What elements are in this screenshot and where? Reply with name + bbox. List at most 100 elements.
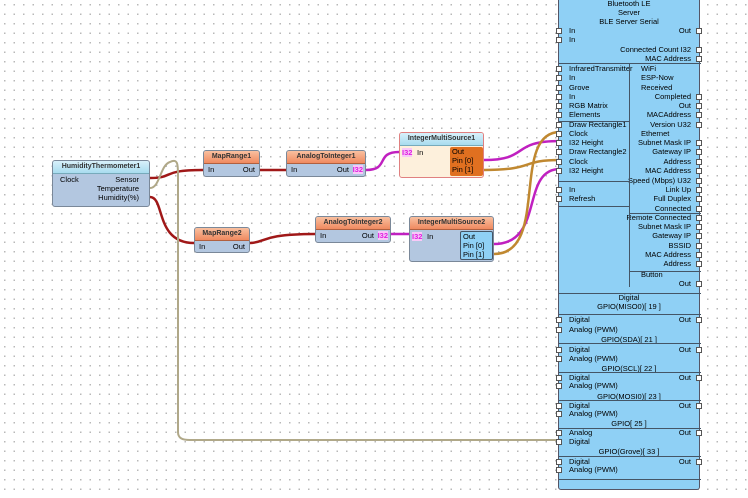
board-pin-label: In bbox=[569, 34, 576, 44]
pin-connector[interactable] bbox=[556, 410, 562, 417]
pin-connector[interactable] bbox=[696, 111, 702, 118]
board-pin-label: GPIO(MOSI0)[ 23 ] bbox=[597, 391, 661, 401]
analog-to-integer-1-node[interactable]: AnalogToInteger1 In Out I32 bbox=[286, 150, 366, 177]
pin-connector[interactable] bbox=[696, 195, 702, 202]
pin-connector[interactable] bbox=[556, 65, 562, 72]
pin-connector[interactable] bbox=[696, 260, 702, 267]
board-pin-label: Digital bbox=[569, 436, 590, 446]
board-pin-label: Bluetooth LE bbox=[607, 0, 651, 8]
pin-connector[interactable] bbox=[556, 121, 562, 128]
pin-connector[interactable] bbox=[696, 148, 702, 155]
pin-connector[interactable] bbox=[556, 74, 562, 81]
pin-connector[interactable] bbox=[556, 148, 562, 155]
board-pin-label: In bbox=[569, 25, 576, 35]
board-pin-label: Out bbox=[678, 278, 691, 288]
board-pin-label: Version U32 bbox=[650, 119, 691, 129]
board-pin-label: Analog (PWM) bbox=[569, 408, 618, 418]
pin-connector[interactable] bbox=[556, 36, 562, 43]
wire-humidity-map2 bbox=[149, 195, 195, 245]
in-pin-label: In bbox=[199, 242, 206, 251]
pin-1-label: Pin [1] bbox=[463, 250, 485, 259]
pin-connector[interactable] bbox=[696, 429, 702, 436]
pin-connector[interactable] bbox=[696, 316, 702, 323]
pin-connector[interactable] bbox=[556, 326, 562, 333]
out-panel: Out Pin [0] Pin [1] bbox=[450, 147, 483, 176]
pin-connector[interactable] bbox=[696, 121, 702, 128]
integer-multi-source-1-node[interactable]: IntegerMultiSource1 I32 In Out Pin [0] P… bbox=[399, 132, 484, 178]
board-pin-label: Out bbox=[678, 25, 691, 35]
map-range-2-node[interactable]: MapRange2 In Out bbox=[194, 227, 250, 253]
pin-connector[interactable] bbox=[696, 93, 702, 100]
pin-connector[interactable] bbox=[696, 167, 702, 174]
pin-connector[interactable] bbox=[696, 214, 702, 221]
pin-connector[interactable] bbox=[556, 102, 562, 109]
pin-1-label: Pin [1] bbox=[452, 165, 474, 174]
board-pin-label: Analog (PWM) bbox=[569, 380, 618, 390]
pin-connector[interactable] bbox=[696, 102, 702, 109]
analog-to-integer-2-node[interactable]: AnalogToInteger2 In Out I32 bbox=[315, 216, 391, 243]
i32-type-badge: I32 bbox=[402, 148, 413, 157]
divider bbox=[629, 213, 701, 214]
pin-connector[interactable] bbox=[556, 466, 562, 473]
divider bbox=[559, 343, 701, 344]
clock-pin-label: Clock bbox=[60, 175, 79, 184]
pin-connector[interactable] bbox=[556, 429, 562, 436]
board-pin-label: I32 Height bbox=[569, 137, 604, 147]
map-range-1-node[interactable]: MapRange1 In Out bbox=[203, 150, 260, 177]
pin-connector[interactable] bbox=[556, 130, 562, 137]
pin-connector[interactable] bbox=[556, 346, 562, 353]
pin-connector[interactable] bbox=[696, 223, 702, 230]
pin-connector[interactable] bbox=[556, 111, 562, 118]
pin-connector[interactable] bbox=[556, 167, 562, 174]
board-pin-label: Out bbox=[678, 400, 691, 410]
pin-connector[interactable] bbox=[556, 382, 562, 389]
pin-connector[interactable] bbox=[556, 186, 562, 193]
pin-connector[interactable] bbox=[556, 355, 562, 362]
pin-connector[interactable] bbox=[696, 158, 702, 165]
pin-connector[interactable] bbox=[696, 242, 702, 249]
humidity-thermometer-node[interactable]: HumidityThermometer1 Clock Sensor Temper… bbox=[52, 160, 150, 207]
pin-connector[interactable] bbox=[696, 346, 702, 353]
pin-connector[interactable] bbox=[556, 158, 562, 165]
out-pin-label: Out bbox=[361, 231, 374, 240]
pin-connector[interactable] bbox=[696, 46, 702, 53]
pin-connector[interactable] bbox=[556, 139, 562, 146]
pin-connector[interactable] bbox=[696, 205, 702, 212]
pin-connector[interactable] bbox=[696, 27, 702, 34]
board-pin-label: Gateway IP bbox=[652, 230, 691, 240]
pin-connector[interactable] bbox=[696, 402, 702, 409]
board-pin-label: BSSID bbox=[668, 240, 691, 250]
node-title: AnalogToInteger2 bbox=[316, 217, 390, 230]
pin-connector[interactable] bbox=[696, 55, 702, 62]
board-pin-label: In bbox=[569, 184, 576, 194]
pin-connector[interactable] bbox=[556, 84, 562, 91]
integer-multi-source-2-node[interactable]: IntegerMultiSource2 I32 In Out Pin [0] P… bbox=[409, 216, 494, 262]
pin-connector[interactable] bbox=[696, 232, 702, 239]
pin-connector[interactable] bbox=[556, 316, 562, 323]
humidity-pin-label: Humidity(%) bbox=[98, 193, 139, 202]
out-pin-label: Out bbox=[242, 165, 255, 174]
pin-connector[interactable] bbox=[556, 374, 562, 381]
pin-connector[interactable] bbox=[696, 139, 702, 146]
pin-connector[interactable] bbox=[696, 177, 702, 184]
pin-connector[interactable] bbox=[696, 280, 702, 287]
wire-a2i1-ims1 bbox=[365, 150, 400, 172]
pin-connector[interactable] bbox=[696, 458, 702, 465]
pin-connector[interactable] bbox=[556, 438, 562, 445]
board-pin-label: Digital bbox=[569, 344, 590, 354]
board-pin-label: GPIO(SCL)[ 22 ] bbox=[601, 363, 657, 373]
board-pin-label: Out bbox=[678, 314, 691, 324]
pin-connector[interactable] bbox=[696, 374, 702, 381]
pin-connector[interactable] bbox=[556, 402, 562, 409]
pin-connector[interactable] bbox=[556, 195, 562, 202]
i32-type-badge: I32 bbox=[352, 165, 363, 174]
pin-connector[interactable] bbox=[556, 27, 562, 34]
board-pin-label: Out bbox=[678, 344, 691, 354]
pin-connector[interactable] bbox=[556, 93, 562, 100]
pin-connector[interactable] bbox=[696, 251, 702, 258]
pin-connector[interactable] bbox=[556, 458, 562, 465]
pin-connector[interactable] bbox=[696, 186, 702, 193]
wire-ims1-height1 bbox=[483, 139, 561, 162]
board-pin-label: Clock bbox=[569, 156, 588, 166]
